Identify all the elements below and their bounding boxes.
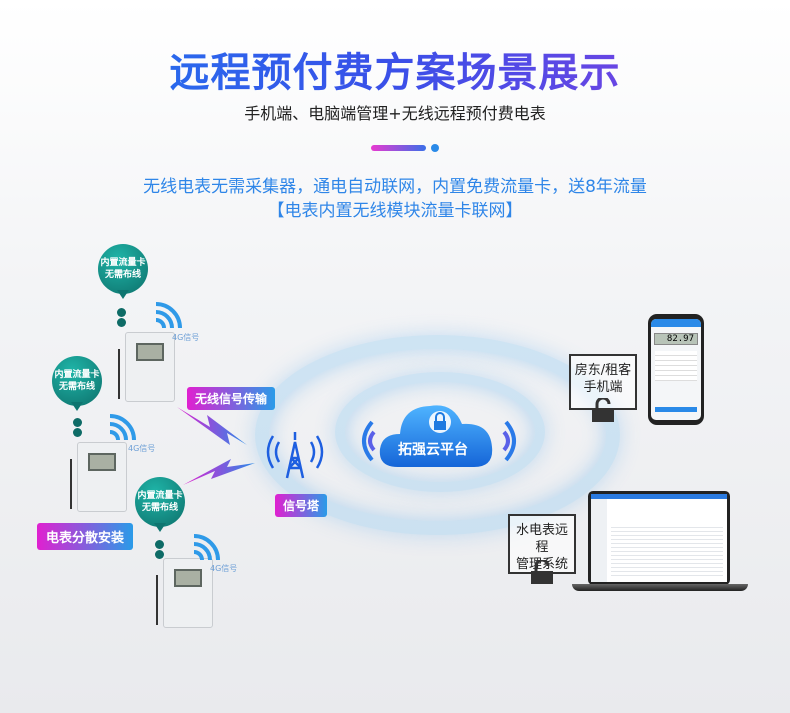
description-line-2: 【电表内置无线模块流量卡联网】 [267, 201, 523, 221]
laptop [588, 491, 730, 585]
description-line-1: 无线电表无需采集器，通电自动联网，内置免费流量卡，送8年流量 [143, 177, 647, 197]
cloud-platform: 拓强云平台 [378, 392, 498, 472]
signal-label: 4G信号 [128, 444, 156, 453]
lightning-bolt-icon [177, 407, 255, 485]
lock-icon [592, 398, 614, 422]
signal-label: 4G信号 [210, 564, 238, 573]
meter-bubble: 内置流量卡无需布线 [98, 244, 148, 299]
laptop-base [572, 584, 748, 591]
electric-meter [118, 332, 175, 402]
cloud-label: 拓强云平台 [398, 442, 468, 458]
electric-meter [70, 442, 127, 512]
meter-install-tag: 电表分散安装 [37, 523, 134, 550]
bubble-dot [73, 428, 82, 437]
meter-bubble: 内置流量卡无需布线 [52, 356, 102, 411]
signal-tower-tag: 信号塔 [275, 494, 328, 517]
bubble-dot [73, 418, 82, 427]
wifi-signal-icon [155, 302, 182, 329]
wifi-signal-icon [109, 414, 136, 441]
signal-label: 4G信号 [172, 333, 200, 342]
page-subtitle: 手机端、电脑端管理+无线远程预付费电表 [244, 104, 546, 123]
cloud-wave-right-icon [502, 420, 516, 462]
decorative-divider [371, 144, 441, 152]
signal-ring-inner [335, 372, 545, 492]
lock-icon [531, 560, 553, 584]
bubble-dot [117, 318, 126, 327]
electric-meter [156, 558, 213, 628]
bubble-dot [117, 308, 126, 317]
bubble-dot [155, 550, 164, 559]
page-title: 远程预付费方案场景展示 [0, 40, 790, 98]
signal-tower-icon [266, 432, 324, 479]
smartphone: 82.97 [648, 314, 704, 425]
wireless-transmission-tag: 无线信号传输 [187, 387, 276, 410]
cloud-icon [379, 405, 493, 467]
cloud-wave-left-icon [362, 420, 376, 462]
wifi-signal-icon [193, 534, 220, 561]
meter-bubble: 内置流量卡无需布线 [135, 477, 185, 532]
bubble-dot [155, 540, 164, 549]
meter-reading: 82.97 [654, 333, 698, 345]
